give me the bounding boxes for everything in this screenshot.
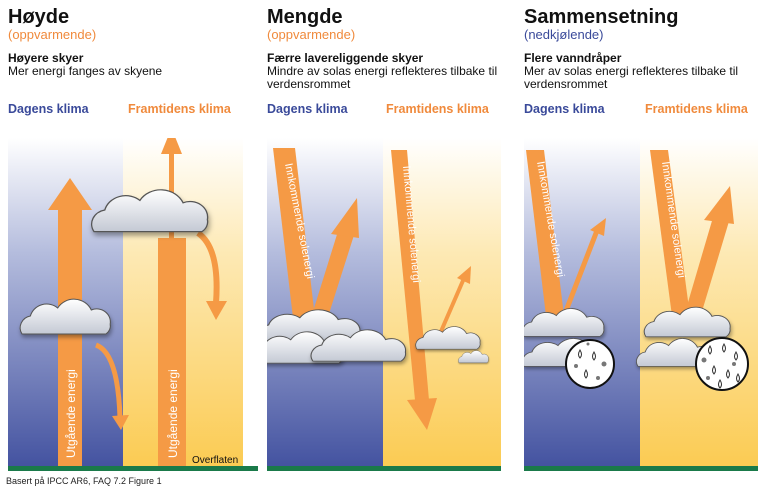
panel-title: Høyde [8, 6, 70, 28]
panel-description: Mindre av solas energi reflekteres tilba… [267, 64, 498, 91]
panel-heading: Flere vanndråper [524, 51, 622, 65]
label-current-climate: Dagens klima [524, 102, 605, 116]
label-future-climate: Framtidens klima [386, 102, 489, 116]
reflected-arrowhead-current [112, 415, 129, 430]
droplet-magnifier-future [695, 337, 749, 391]
surface-line [8, 466, 258, 471]
composition-illustration: Innkommende solenergi Innkommende solene… [524, 138, 758, 471]
reflected-arrow-current [94, 342, 123, 419]
height-illustration: Utgående energi Utgående energi Overflat… [8, 138, 258, 471]
panel-heading: Færre lavereliggende skyer [267, 51, 424, 65]
panel-height: Høyde (oppvarmende) Høyere skyer Mer ene… [8, 0, 258, 480]
panel-amount: Mengde (oppvarmende) Færre lavereliggend… [267, 0, 517, 480]
panel-description: Mer energi fanges av skyene [8, 64, 163, 78]
panel-title: Sammensetning [524, 6, 679, 28]
panel-subtitle: (nedkjølende) [524, 27, 604, 42]
label-future-climate: Framtidens klima [128, 102, 231, 116]
surface-label: Overflaten [192, 455, 238, 466]
panel-subtitle: (oppvarmende) [8, 27, 97, 42]
panel-subtitle: (oppvarmende) [267, 27, 356, 42]
panel-composition: Sammensetning (nedkjølende) Flere vanndr… [524, 0, 768, 480]
panel-description: Mer av solas energi reflekteres tilbake … [524, 64, 739, 91]
label-current-climate: Dagens klima [267, 102, 348, 116]
reflected-arrow-future [684, 186, 734, 318]
reflected-arrow-current [311, 198, 359, 320]
reflected-arrowhead-future [206, 301, 227, 320]
panel-heading: Høyere skyer [8, 51, 84, 65]
outgoing-energy-arrow-current: Utgående energi [48, 178, 92, 468]
amount-illustration: Innkommende solenergi Innkommende solene… [267, 138, 501, 471]
droplet-magnifier-current [565, 339, 615, 389]
panel-title: Mengde [267, 6, 343, 28]
reflected-arrow-current [561, 218, 606, 317]
surface-line [267, 466, 501, 471]
reflected-arrow-future [437, 266, 471, 337]
surface-line [524, 466, 758, 471]
outgoing-energy-text-current: Utgående energi [64, 369, 78, 458]
label-future-climate: Framtidens klima [645, 102, 748, 116]
reflected-arrow-future [196, 230, 220, 304]
label-current-climate: Dagens klima [8, 102, 89, 116]
source-footer: Basert på IPCC AR6, FAQ 7.2 Figure 1 [6, 476, 162, 486]
outgoing-energy-text-future: Utgående energi [166, 369, 180, 458]
